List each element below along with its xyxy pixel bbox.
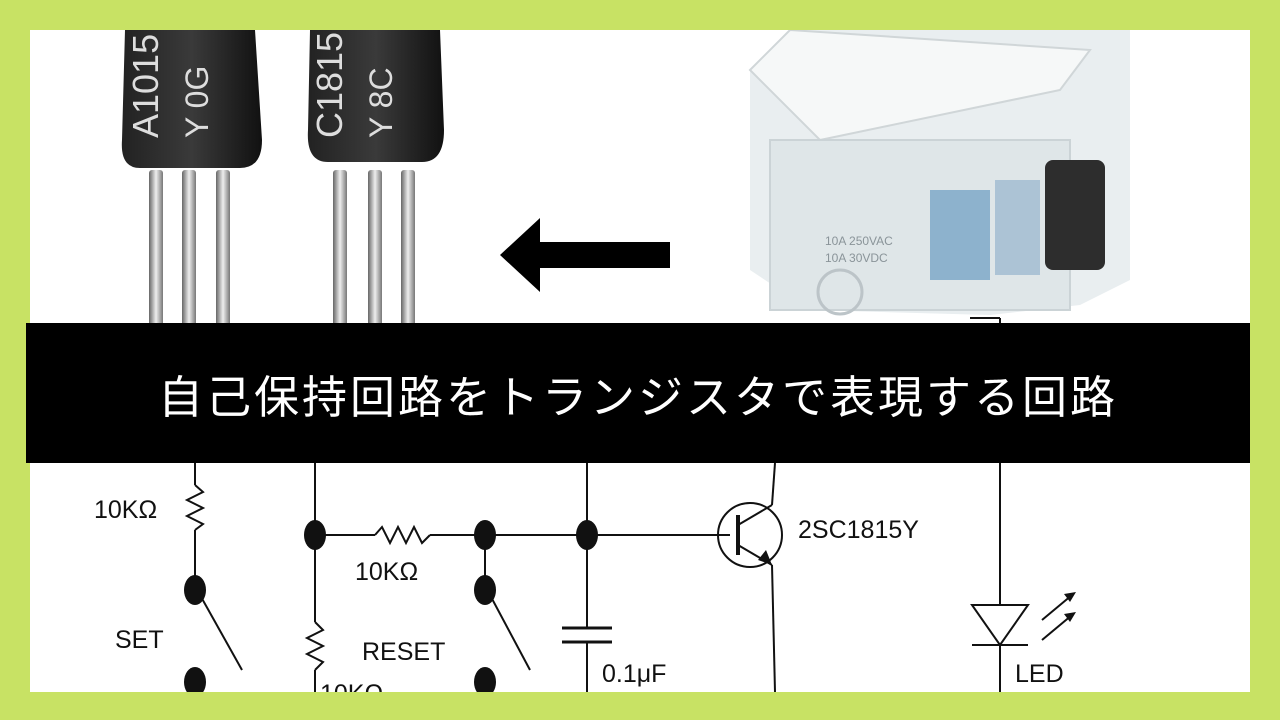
transistor-label: 2SC1815Y xyxy=(798,516,919,544)
title-banner: 自己保持回路をトランジスタで表現する回路 xyxy=(26,323,1250,463)
arrow-left-icon xyxy=(500,218,670,292)
relay-photo: 10A 250VAC 10A 30VDC xyxy=(748,30,1130,316)
resistor-label-2: 10KΩ xyxy=(355,558,418,586)
resistor-label-3: 10KΩ xyxy=(320,680,383,692)
transistor-marking-a-lot: Y 0G xyxy=(179,66,215,138)
schematic-nodes xyxy=(184,520,1076,692)
set-switch-label: SET xyxy=(115,626,164,654)
transistor-marking-a: A1015 xyxy=(125,34,166,138)
illustration: A1015 Y 0G C1815 Y 8C 10A 250VAC 10A 30V… xyxy=(94,30,1130,692)
transistor-marking-c: C1815 xyxy=(309,32,350,138)
relay-rating-dc: 10A 30VDC xyxy=(825,251,888,265)
led-label: LED xyxy=(1015,660,1064,688)
capacitor-label: 0.1μF xyxy=(602,660,666,688)
banner-title: 自己保持回路をトランジスタで表現する回路 xyxy=(157,370,1118,424)
relay-rating-ac: 10A 250VAC xyxy=(825,234,893,248)
transistor-photo-a1015: A1015 Y 0G xyxy=(121,30,263,330)
reset-switch-label: RESET xyxy=(362,638,445,666)
resistor-label-1: 10KΩ xyxy=(94,496,157,524)
transistor-photo-c1815: C1815 Y 8C xyxy=(307,30,444,330)
transistor-marking-c-lot: Y 8C xyxy=(363,67,399,138)
